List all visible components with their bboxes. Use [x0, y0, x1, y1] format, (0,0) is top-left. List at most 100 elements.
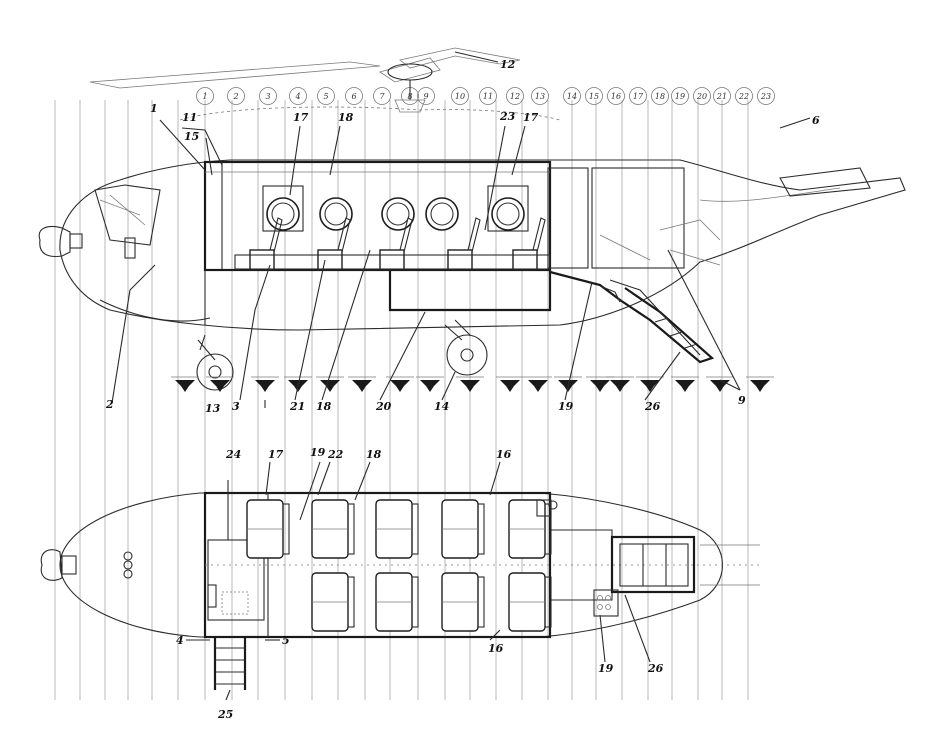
frame-number-5: 5 [317, 87, 335, 105]
callout-18-c: 18 [366, 448, 382, 461]
water-mark [610, 380, 630, 392]
svg-text:3: 3 [265, 92, 270, 101]
callout-2: 2 [105, 398, 114, 411]
water-mark [500, 380, 520, 392]
callout-17-b: 17 [523, 111, 539, 124]
frame-number-16: 16 [607, 87, 625, 105]
callout-leaders [111, 51, 811, 701]
water-mark [390, 380, 410, 392]
frame-number-13: 13 [531, 87, 549, 105]
water-mark [640, 380, 660, 392]
frame-number-9: 9 [417, 87, 435, 105]
callout-19-b: 19 [310, 446, 326, 459]
plan-seat-block [311, 572, 355, 632]
callout-9: 9 [738, 394, 746, 407]
plan-seat-block [375, 499, 419, 559]
callout-3: 3 [232, 400, 240, 413]
frame-number-3: 3 [259, 87, 277, 105]
frame-number-19: 19 [671, 87, 689, 105]
svg-text:13: 13 [535, 92, 545, 101]
frame-number-20: 20 [693, 87, 711, 105]
plan-seat-block [508, 572, 552, 632]
window-3 [381, 197, 415, 231]
callout-17-a: 17 [293, 111, 309, 124]
callout-1: 1 [150, 102, 158, 115]
svg-text:16: 16 [611, 92, 621, 101]
frame-number-2: 2 [227, 87, 245, 105]
callout-12: 12 [500, 58, 516, 71]
water-mark [352, 380, 372, 392]
svg-text:6: 6 [351, 92, 356, 101]
svg-text:12: 12 [510, 92, 520, 101]
callout-19-a: 19 [558, 400, 574, 413]
callout-17-c: 17 [268, 448, 284, 461]
svg-text:9: 9 [423, 92, 428, 101]
svg-text:1: 1 [202, 92, 207, 101]
water-mark [528, 380, 548, 392]
plan-seat-block [246, 499, 290, 559]
svg-text:20: 20 [696, 92, 707, 101]
plan-view [40, 491, 760, 690]
svg-text:4: 4 [294, 92, 300, 101]
callout-18-b: 18 [316, 400, 332, 413]
callout-11: 11 [182, 111, 197, 124]
callout-16-a: 16 [496, 448, 512, 461]
svg-text:10: 10 [455, 92, 465, 101]
callout-13: 13 [205, 402, 221, 415]
water-mark [750, 380, 770, 392]
water-mark [590, 380, 610, 392]
callout-18-a: 18 [338, 111, 354, 124]
svg-text:2: 2 [232, 92, 238, 101]
frame-number-18: 18 [651, 87, 669, 105]
callout-19-c: 19 [598, 662, 614, 675]
frame-number-12: 12 [506, 87, 524, 105]
water-mark [255, 380, 275, 392]
frame-number-22: 22 [735, 87, 753, 105]
water-mark [175, 380, 195, 392]
svg-text:21: 21 [716, 92, 727, 101]
frame-number-23: 23 [757, 87, 775, 105]
callout-16-b: 16 [488, 642, 504, 655]
callout-22: 22 [327, 448, 344, 461]
frame-number-15: 15 [585, 87, 603, 105]
svg-text:17: 17 [633, 92, 644, 101]
callout-6: 6 [812, 114, 820, 127]
svg-text:22: 22 [738, 92, 749, 101]
frame-number-17: 17 [629, 87, 647, 105]
frame-number-10: 10 [451, 87, 469, 105]
water-mark [460, 380, 480, 392]
callout-21-a: 21 [289, 400, 305, 413]
callout-23: 23 [499, 110, 516, 123]
svg-text:7: 7 [379, 92, 385, 101]
svg-text:11: 11 [483, 92, 493, 101]
callout-20: 20 [375, 400, 392, 413]
frame-number-14: 14 [563, 87, 581, 105]
window-1 [262, 185, 304, 232]
callout-5: 5 [282, 634, 290, 647]
callout-14: 14 [434, 400, 449, 413]
water-line [171, 376, 774, 392]
frame-number-7: 7 [373, 87, 391, 105]
callout-4: 4 [176, 634, 184, 647]
frame-number-11: 11 [479, 87, 497, 105]
plan-seat-block [311, 499, 355, 559]
svg-text:19: 19 [675, 92, 685, 101]
window-4 [425, 197, 459, 231]
window-5 [487, 185, 529, 232]
window-2 [319, 197, 353, 231]
water-mark [675, 380, 695, 392]
callout-25: 25 [217, 708, 233, 721]
side-view [38, 47, 906, 392]
rotor-blades [89, 47, 521, 113]
plan-seat-block [508, 499, 552, 559]
callout-26-b: 26 [647, 662, 664, 675]
water-mark [210, 380, 230, 392]
water-mark [710, 380, 730, 392]
plan-seat-block [375, 572, 419, 632]
rear-ramp [549, 270, 715, 364]
plan-seats [246, 499, 552, 632]
svg-text:23: 23 [760, 92, 771, 101]
nose-radome [38, 225, 71, 258]
